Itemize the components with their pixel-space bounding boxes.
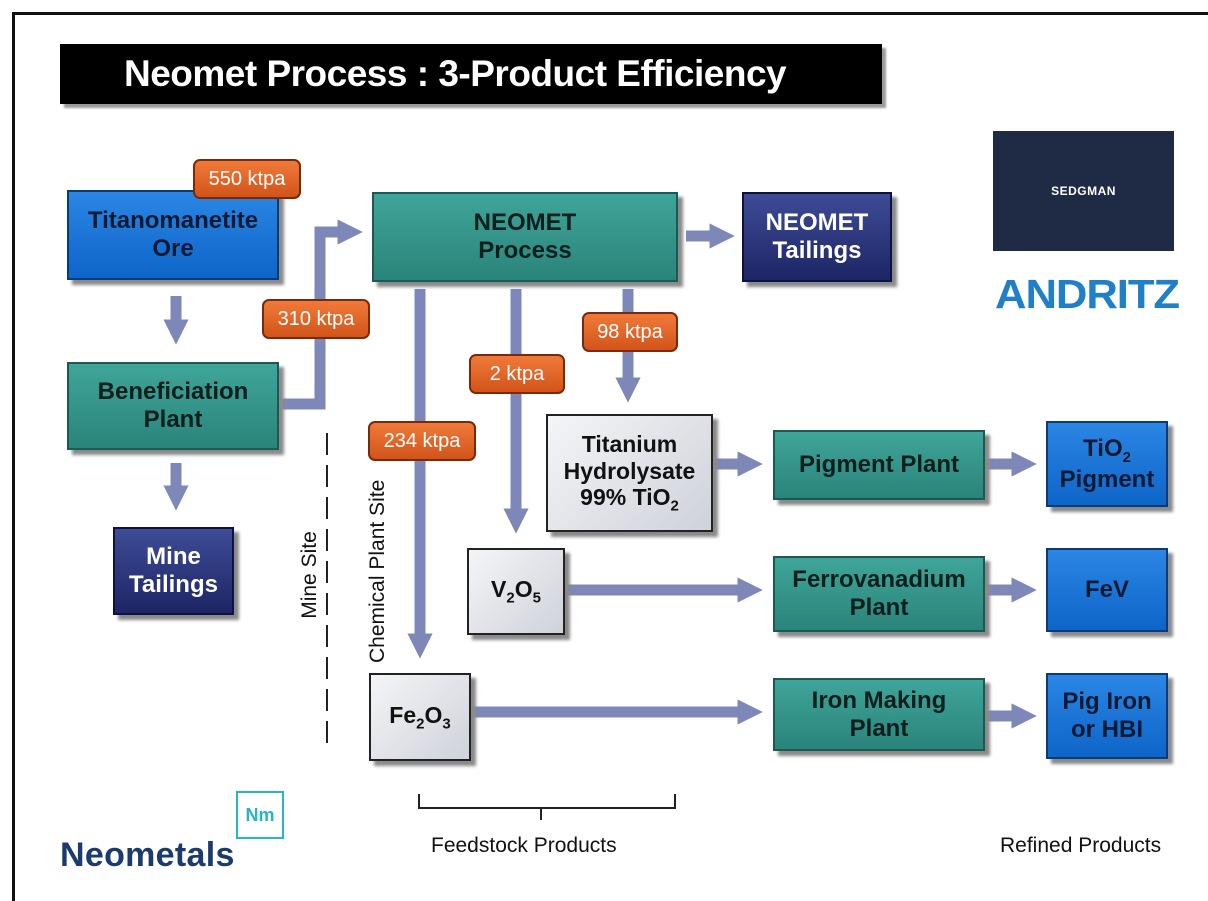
ore-rate-badge: 550 ktpa <box>193 159 301 199</box>
iron-making-plant-box: Iron Making Plant <box>773 678 985 751</box>
tio2-pigment-box: TiO2 Pigment <box>1046 421 1168 507</box>
nm-logo: Nm <box>236 791 284 839</box>
beneficiation-plant-box: Beneficiation Plant <box>67 362 279 450</box>
titanomagnetite-ore-box: Titanomanetite Ore <box>67 190 279 280</box>
neomet-process-box: NEOMET Process <box>372 192 678 282</box>
mine-site-label: Mine Site <box>298 531 321 619</box>
v2o5-formula: V2O5 <box>491 576 541 607</box>
chemical-plant-site-label: Chemical Plant Site <box>366 479 389 663</box>
hydrolysate-rate-badge: 98 ktpa <box>582 312 678 352</box>
tio2-formula: TiO2 <box>1083 434 1131 466</box>
fe2o3-rate-badge: 234 ktpa <box>368 421 476 461</box>
purity-label: 99% TiO2 <box>580 484 679 515</box>
pigment-plant-box: Pigment Plant <box>773 430 985 500</box>
sedgman-logo: SEDGMAN <box>993 131 1174 251</box>
beneficiation-rate-badge: 310 ktpa <box>262 299 370 339</box>
v2o5-rate-badge: 2 ktpa <box>469 354 565 394</box>
pig-iron-box: Pig Iron or HBI <box>1046 673 1168 759</box>
ferrovanadium-plant-box: Ferrovanadium Plant <box>773 556 985 632</box>
v2o5-box: V2O5 <box>467 548 565 635</box>
page-title: Neomet Process : 3-Product Efficiency <box>60 44 882 104</box>
svg-text:ANDRITZ: ANDRITZ <box>995 271 1179 314</box>
feedstock-products-caption: Feedstock Products <box>431 834 617 857</box>
slide-frame <box>12 12 1208 901</box>
mine-tailings-box: Mine Tailings <box>113 527 234 615</box>
refined-products-caption: Refined Products <box>1000 834 1162 857</box>
titanium-hydrolysate-box: Titanium Hydrolysate 99% TiO2 <box>546 414 713 532</box>
neometals-logo: Neometals <box>60 836 235 874</box>
fev-box: FeV <box>1046 548 1168 632</box>
fe2o3-formula: Fe2O3 <box>389 701 451 733</box>
andritz-logo: ANDRITZ <box>995 271 1180 314</box>
feedstock-bracket <box>418 794 676 820</box>
fe2o3-box: Fe2O3 <box>369 673 471 761</box>
neomet-tailings-box: NEOMET Tailings <box>742 192 892 282</box>
